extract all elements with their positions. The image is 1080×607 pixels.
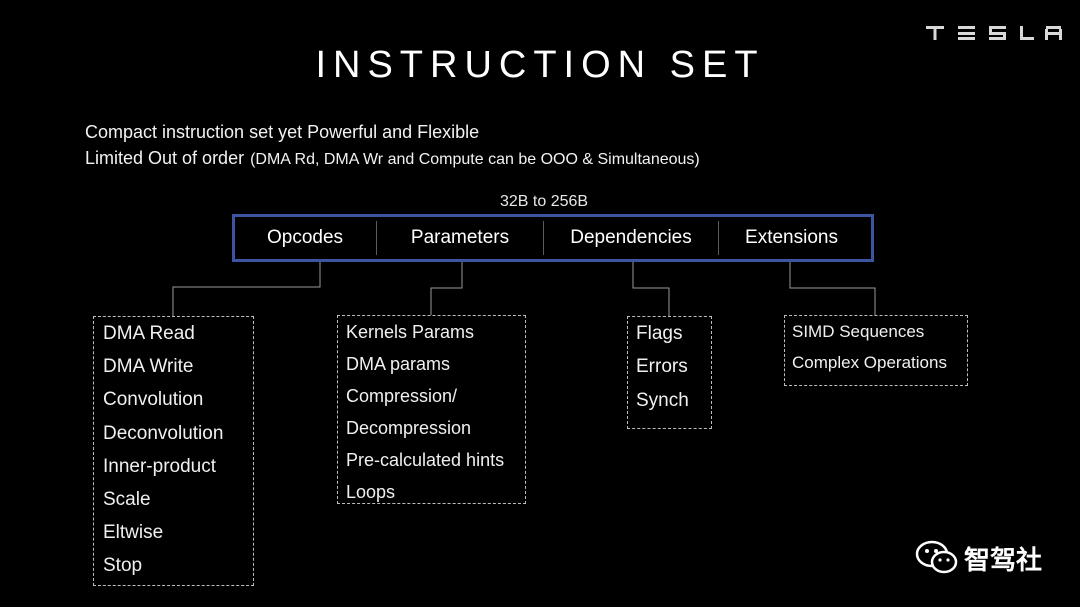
extensions-group: SIMD Sequences Complex Operations (784, 315, 968, 386)
list-item: Stop (103, 555, 143, 577)
list-item: SIMD Sequences (792, 322, 925, 341)
subtitle-line-1: Compact instruction set yet Powerful and… (85, 122, 480, 142)
list-item: Complex Operations (792, 353, 947, 372)
connector-opcodes (172, 262, 321, 316)
opcodes-group: DMA Read DMA Write Convolution Deconvolu… (93, 316, 254, 586)
field-extensions: Extensions (745, 227, 838, 248)
page-title: INSTRUCTION SET (315, 44, 765, 86)
instruction-size-label: 32B to 256B (500, 193, 589, 210)
field-opcodes: Opcodes (266, 227, 344, 248)
field-dependencies: Dependencies (570, 227, 692, 248)
field-divider (376, 221, 377, 255)
connector-extensions (789, 262, 876, 315)
list-item: DMA Read (103, 323, 195, 344)
list-item: Convolution (103, 389, 204, 411)
instruction-format-box: Opcodes Parameters Dependencies Extensio… (232, 214, 874, 262)
list-item: Errors (636, 356, 688, 378)
list-item: DMA params (346, 354, 451, 374)
field-divider (543, 221, 544, 255)
wechat-icon (915, 540, 958, 574)
connector-dependencies (632, 262, 670, 316)
parameters-group: Kernels Params DMA params Compression/ D… (337, 315, 526, 504)
field-parameters: Parameters (410, 227, 510, 248)
list-item: Inner-product (103, 455, 217, 477)
subtitle-line-2-main: Limited Out of order (85, 148, 245, 168)
list-item: Eltwise (103, 522, 164, 544)
subtitle-line-2-note: (DMA Rd, DMA Wr and Compute can be OOO &… (250, 151, 700, 168)
list-item: Pre-calculated hints (346, 450, 505, 470)
list-item: Flags (636, 323, 683, 344)
list-item: Kernels Params (346, 322, 475, 342)
list-item: Loops (346, 482, 396, 502)
subtitle-line-2: Limited Out of order (DMA Rd, DMA Wr and … (85, 148, 700, 169)
list-item: DMA Write (103, 356, 194, 378)
field-divider (718, 221, 719, 255)
list-item: Deconvolution (103, 422, 224, 444)
list-item: Synch (636, 389, 689, 411)
dependencies-group: Flags Errors Synch (627, 316, 712, 429)
list-item: Compression/ (346, 386, 458, 406)
list-item: Scale (103, 488, 151, 510)
connector-parameters (430, 262, 463, 315)
tesla-logo (926, 26, 1062, 40)
list-item: Decompression (346, 418, 472, 438)
watermark-text: 智驾社 (964, 545, 1043, 575)
